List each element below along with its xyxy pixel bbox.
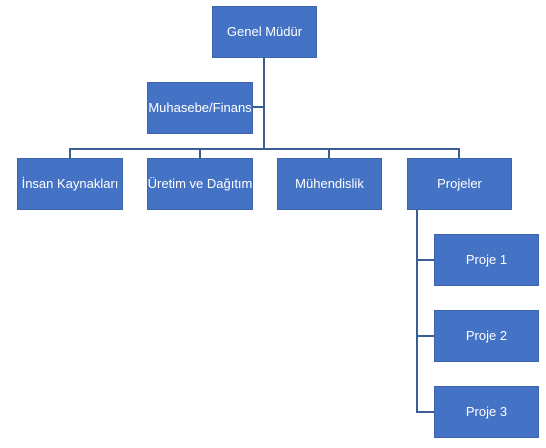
node-insan-kaynaklari: İnsan Kaynakları <box>17 158 123 210</box>
node-proje-1: Proje 1 <box>434 234 539 286</box>
connector-projects-vertical <box>416 209 418 413</box>
connector-drop-muhendislik <box>328 148 330 158</box>
connector-proje-1 <box>416 259 434 261</box>
connector-drop-projeler <box>458 148 460 158</box>
connector-proje-3 <box>416 411 434 413</box>
connector-assistant <box>253 106 264 108</box>
node-genel-mudur: Genel Müdür <box>212 6 317 58</box>
connector-horizontal-bar <box>69 148 460 150</box>
node-muhendislik: Mühendislik <box>277 158 382 210</box>
connector-drop-ik <box>69 148 71 158</box>
node-muhasebe-finans: Muhasebe/Finans <box>147 82 253 134</box>
node-projeler: Projeler <box>407 158 512 210</box>
node-proje-2: Proje 2 <box>434 310 539 362</box>
node-uretim-ve-dagitim: Üretim ve Dağıtım <box>147 158 253 210</box>
node-proje-3: Proje 3 <box>434 386 539 438</box>
connector-drop-uretim <box>199 148 201 158</box>
connector-proje-2 <box>416 335 434 337</box>
connector-root-down <box>263 57 265 150</box>
